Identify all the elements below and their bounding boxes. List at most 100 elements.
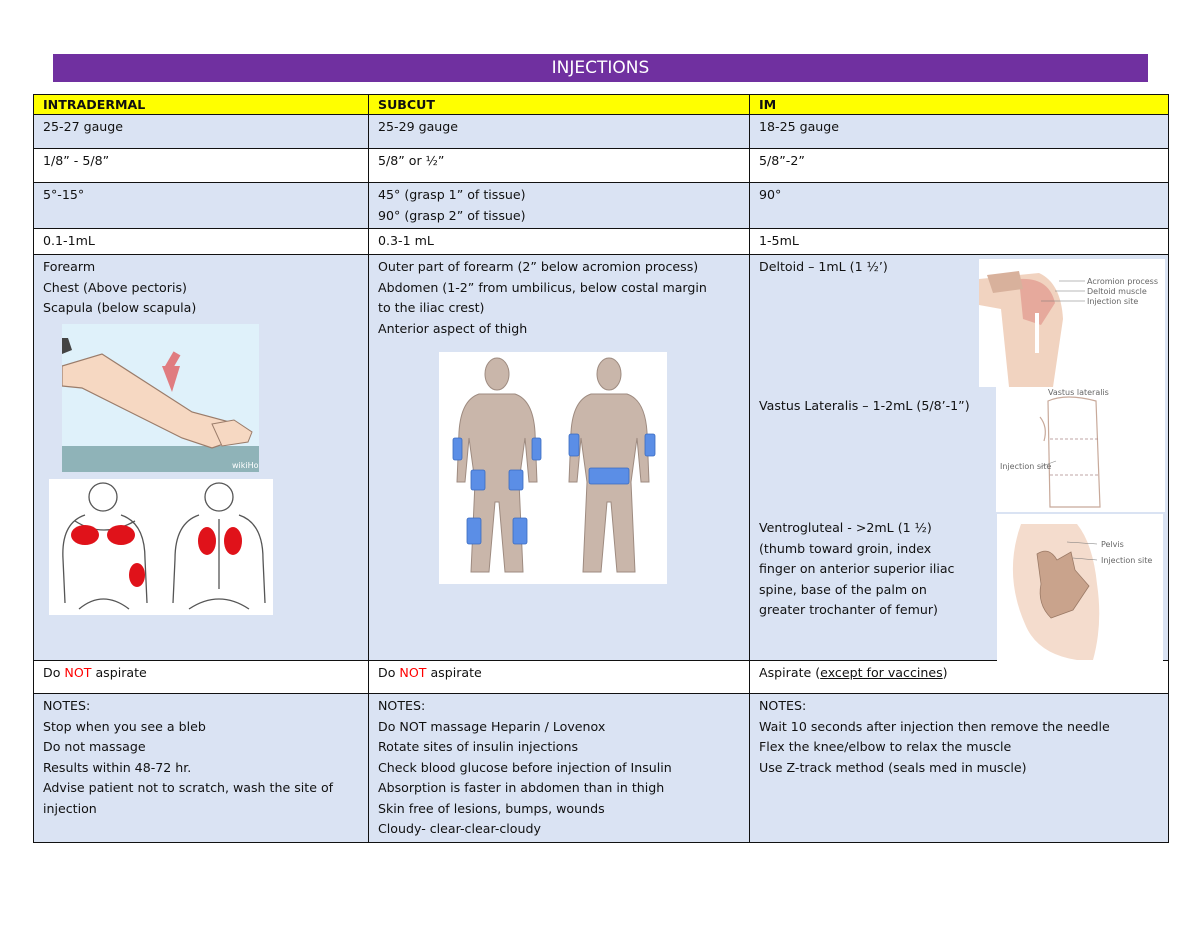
- volume-row: 0.1-1mL 0.3-1 mL 1-5mL: [33, 228, 1169, 255]
- angle-row: 5°-15° 45° (grasp 1” of tissue) 90° (gra…: [33, 182, 1169, 229]
- site-scapula: Scapula (below scapula): [43, 300, 197, 315]
- aspirate-not: NOT: [64, 665, 92, 680]
- length-subcut: 5/8” or ½”: [368, 148, 750, 183]
- notes-label: NOTES:: [378, 698, 426, 713]
- site-outer-forearm: Outer part of forearm (2” below acromion…: [378, 259, 699, 274]
- subcut-site: [568, 433, 580, 457]
- subcut-site: [466, 517, 482, 545]
- chest-mark-right: [107, 525, 135, 545]
- length-intradermal: 1/8” - 5/8”: [33, 148, 369, 183]
- vastus-figure: Vastus lateralis Injection site: [996, 387, 1165, 512]
- ventro-line-5: greater trochanter of femur): [759, 602, 938, 617]
- volume-subcut: 0.3-1 mL: [368, 228, 750, 255]
- note-item: Check blood glucose before injection of …: [378, 759, 672, 775]
- subcut-site: [470, 469, 486, 491]
- note-item: Results within 48-72 hr.: [43, 759, 192, 775]
- header-row: INTRADERMAL SUBCUT IM: [33, 94, 1169, 115]
- aspirate-word: aspirate: [426, 665, 482, 680]
- note-item: Advise patient not to scratch, wash the …: [43, 780, 334, 795]
- aspirate-not: NOT: [399, 665, 427, 680]
- header-intradermal: INTRADERMAL: [33, 94, 369, 115]
- notes-label: NOTES:: [759, 698, 807, 713]
- note-item: Absorption is faster in abdomen than in …: [378, 780, 665, 795]
- ventro-line-4: spine, base of the palm on: [759, 581, 927, 597]
- page-title: INJECTIONS: [53, 54, 1148, 82]
- site-vastus: Vastus Lateralis – 1-2mL (5/8’-1”): [759, 398, 970, 413]
- length-row: 1/8” - 5/8” 5/8” or ½” 5/8”-2”: [33, 148, 1169, 183]
- subcut-body-map: [439, 352, 667, 584]
- note-item: Cloudy- clear-clear-cloudy: [378, 821, 541, 836]
- aspirate-im-suffix: ): [942, 665, 948, 680]
- site-deltoid: Deltoid – 1mL (1 ½’): [759, 259, 888, 274]
- aspirate-im-exception: except for vaccines: [820, 665, 943, 680]
- site-abdomen-cont: to the iliac crest): [378, 300, 485, 315]
- angle-subcut: 45° (grasp 1” of tissue) 90° (grasp 2” o…: [368, 182, 750, 229]
- aspirate-do: Do: [378, 665, 400, 680]
- note-item: Wait 10 seconds after injection then rem…: [759, 718, 1110, 734]
- site-forearm: Forearm: [43, 259, 96, 274]
- note-item: Do NOT massage Heparin / Lovenox: [378, 718, 606, 734]
- scapula-mark-right: [224, 527, 242, 555]
- subcut-site: [531, 437, 542, 461]
- header-subcut: SUBCUT: [368, 94, 750, 115]
- subcut-site: [508, 469, 524, 491]
- ventro-line-3: finger on anterior superior iliac: [759, 561, 955, 576]
- aspirate-intradermal: Do NOT aspirate: [33, 660, 369, 694]
- forearm-mark: [129, 563, 145, 587]
- gauge-im: 18-25 gauge: [749, 114, 1169, 149]
- note-item: Skin free of lesions, bumps, wounds: [378, 800, 605, 816]
- angle-subcut-2: 90° (grasp 2” of tissue): [378, 207, 526, 223]
- header-im: IM: [749, 94, 1169, 115]
- site-chest: Chest (Above pectoris): [43, 279, 187, 295]
- label-vastus: Vastus lateralis: [1048, 388, 1109, 397]
- deltoid-figure: Acromion process Deltoid muscle Injectio…: [979, 259, 1165, 387]
- gauge-row: 25-27 gauge 25-29 gauge 18-25 gauge: [33, 114, 1169, 149]
- label-deltoid-muscle: Deltoid muscle: [1087, 287, 1147, 296]
- aspirate-subcut: Do NOT aspirate: [368, 660, 750, 694]
- note-item: Rotate sites of insulin injections: [378, 739, 579, 754]
- notes-row: NOTES: Stop when you see a bleb Do not m…: [33, 693, 1169, 843]
- volume-intradermal: 0.1-1mL: [33, 228, 369, 255]
- subcut-site: [644, 433, 656, 457]
- subcut-site: [588, 467, 630, 485]
- note-item: Stop when you see a bleb: [43, 718, 206, 734]
- angle-im: 90°: [749, 182, 1169, 229]
- notes-label: NOTES:: [43, 698, 91, 713]
- note-item: Do not massage: [43, 739, 146, 754]
- ventro-line-1: Ventrogluteal - >2mL (1 ½): [759, 520, 932, 535]
- chest-back-illustration: [49, 479, 273, 615]
- aspirate-word: aspirate: [91, 665, 147, 680]
- aspirate-do: Do: [43, 665, 65, 680]
- aspirate-im-prefix: Aspirate (: [759, 665, 821, 680]
- subcut-site: [512, 517, 528, 545]
- site-thigh: Anterior aspect of thigh: [378, 320, 528, 336]
- site-abdomen: Abdomen (1-2” from umbilicus, below cost…: [378, 279, 707, 295]
- notes-subcut: NOTES: Do NOT massage Heparin / Lovenox …: [368, 693, 750, 843]
- label-injection-site: Injection site: [1087, 297, 1138, 306]
- notes-im: NOTES: Wait 10 seconds after injection t…: [749, 693, 1169, 843]
- aspirate-row: Do NOT aspirate Do NOT aspirate Aspirate…: [33, 660, 1169, 694]
- length-im: 5/8”-2”: [749, 148, 1169, 183]
- label-ventro-injection-site: Injection site: [1101, 556, 1152, 565]
- gauge-subcut: 25-29 gauge: [368, 114, 750, 149]
- site-ventrogluteal: Ventrogluteal - >2mL (1 ½) (thumb toward…: [759, 518, 954, 621]
- notes-intradermal: NOTES: Stop when you see a bleb Do not m…: [33, 693, 369, 843]
- ventro-line-2: (thumb toward groin, index: [759, 540, 932, 556]
- volume-im: 1-5mL: [749, 228, 1169, 255]
- aspirate-im: Aspirate (except for vaccines): [749, 660, 1169, 694]
- label-acromion: Acromion process: [1087, 277, 1158, 286]
- subcut-site: [452, 437, 463, 461]
- forearm-watermark: wikiHow: [232, 461, 259, 470]
- forearm-illustration: wikiHow: [62, 324, 259, 472]
- label-vastus-injection-site: Injection site: [1000, 462, 1051, 471]
- angle-subcut-1: 45° (grasp 1” of tissue): [378, 187, 526, 202]
- note-item: injection: [43, 800, 97, 816]
- note-item: Flex the knee/elbow to relax the muscle: [759, 739, 1012, 754]
- gauge-intradermal: 25-27 gauge: [33, 114, 369, 149]
- angle-intradermal: 5°-15°: [33, 182, 369, 229]
- chest-mark-left: [71, 525, 99, 545]
- note-item: Use Z-track method (seals med in muscle): [759, 759, 1027, 775]
- scapula-mark-left: [198, 527, 216, 555]
- ventrogluteal-figure: Pelvis Injection site: [997, 514, 1163, 664]
- label-pelvis: Pelvis: [1101, 540, 1124, 549]
